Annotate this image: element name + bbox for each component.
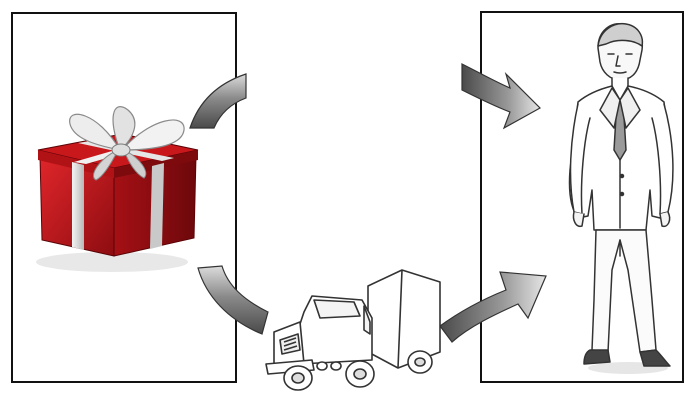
arrow-truck-to-person	[440, 272, 546, 342]
arrow-gift-to-person	[190, 64, 540, 128]
gift-box-icon	[36, 107, 198, 272]
arrow-gift-to-truck	[198, 266, 268, 334]
businessman-icon	[569, 24, 672, 374]
delivery-truck-icon	[266, 270, 440, 390]
